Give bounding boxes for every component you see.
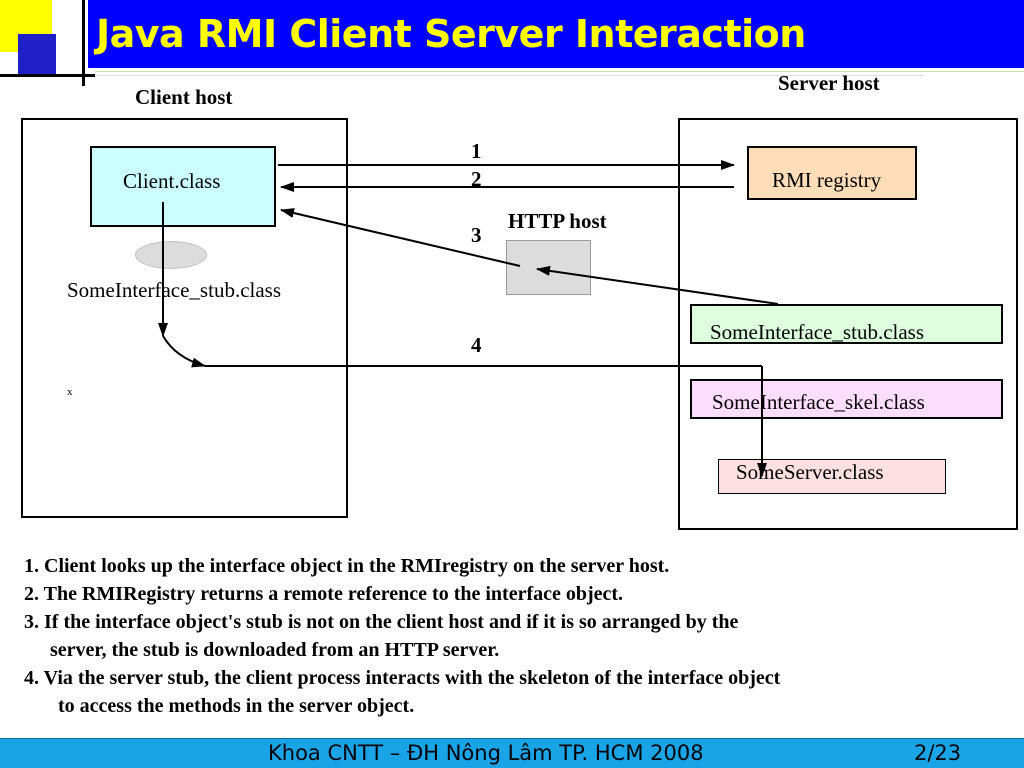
note-1: 1. Client looks up the interface object … xyxy=(24,555,670,577)
slide-title: Java RMI Client Server Interaction xyxy=(96,12,806,56)
server-class-node: SomeServer.class xyxy=(718,459,946,494)
note-4-continued: to access the methods in the server obje… xyxy=(58,695,415,717)
rmi-registry-node: RMI registry xyxy=(747,146,917,200)
title-decoration-horizontal-line xyxy=(0,74,95,77)
http-host-box xyxy=(506,240,591,295)
note-4: 4. Via the server stub, the client proce… xyxy=(24,667,781,689)
footer-bar: Khoa CNTT – ĐH Nông Lâm TP. HCM 2008 2/2… xyxy=(0,738,1024,768)
client-stub-ellipse xyxy=(135,241,207,269)
step-label-1: 1 xyxy=(471,139,482,163)
arrow-stub-curve xyxy=(162,335,206,368)
client-host-label: Client host xyxy=(135,85,233,109)
client-stub-label: SomeInterface_stub.class xyxy=(67,278,282,302)
client-marker: x xyxy=(67,386,73,398)
server-stub-label: SomeInterface_stub.class xyxy=(710,320,925,344)
note-3-continued: server, the stub is downloaded from an H… xyxy=(50,639,500,661)
step-label-3: 3 xyxy=(471,223,482,247)
server-stub-node: SomeInterface_stub.class xyxy=(690,304,1003,344)
arrow-step-3-upload xyxy=(536,265,779,305)
note-2: 2. The RMIRegistry returns a remote refe… xyxy=(24,583,624,605)
arrow-step-3-download xyxy=(280,208,521,267)
server-skel-label: SomeInterface_skel.class xyxy=(712,390,925,414)
page-number: 2/23 xyxy=(914,741,962,765)
title-decoration-white-square xyxy=(56,0,84,28)
footer-text: Khoa CNTT – ĐH Nông Lâm TP. HCM 2008 xyxy=(268,741,704,765)
notes-list: 1. Client looks up the interface object … xyxy=(24,552,780,720)
title-decoration-vertical-line xyxy=(82,0,85,86)
step-label-4: 4 xyxy=(471,333,482,357)
server-host-label: Server host xyxy=(778,71,880,95)
title-bar: Java RMI Client Server Interaction xyxy=(88,0,1024,68)
title-underline-secondary xyxy=(95,75,924,76)
rmi-registry-label: RMI registry xyxy=(772,168,882,192)
client-class-node: Client.class xyxy=(90,146,276,227)
client-class-label: Client.class xyxy=(123,169,221,193)
title-underline xyxy=(95,71,1024,72)
title-decoration-blue-square xyxy=(18,34,56,76)
http-host-label: HTTP host xyxy=(508,209,607,233)
step-label-2: 2 xyxy=(471,167,482,191)
note-3: 3. If the interface object's stub is not… xyxy=(24,611,739,633)
server-skel-node: SomeInterface_skel.class xyxy=(690,379,1003,419)
